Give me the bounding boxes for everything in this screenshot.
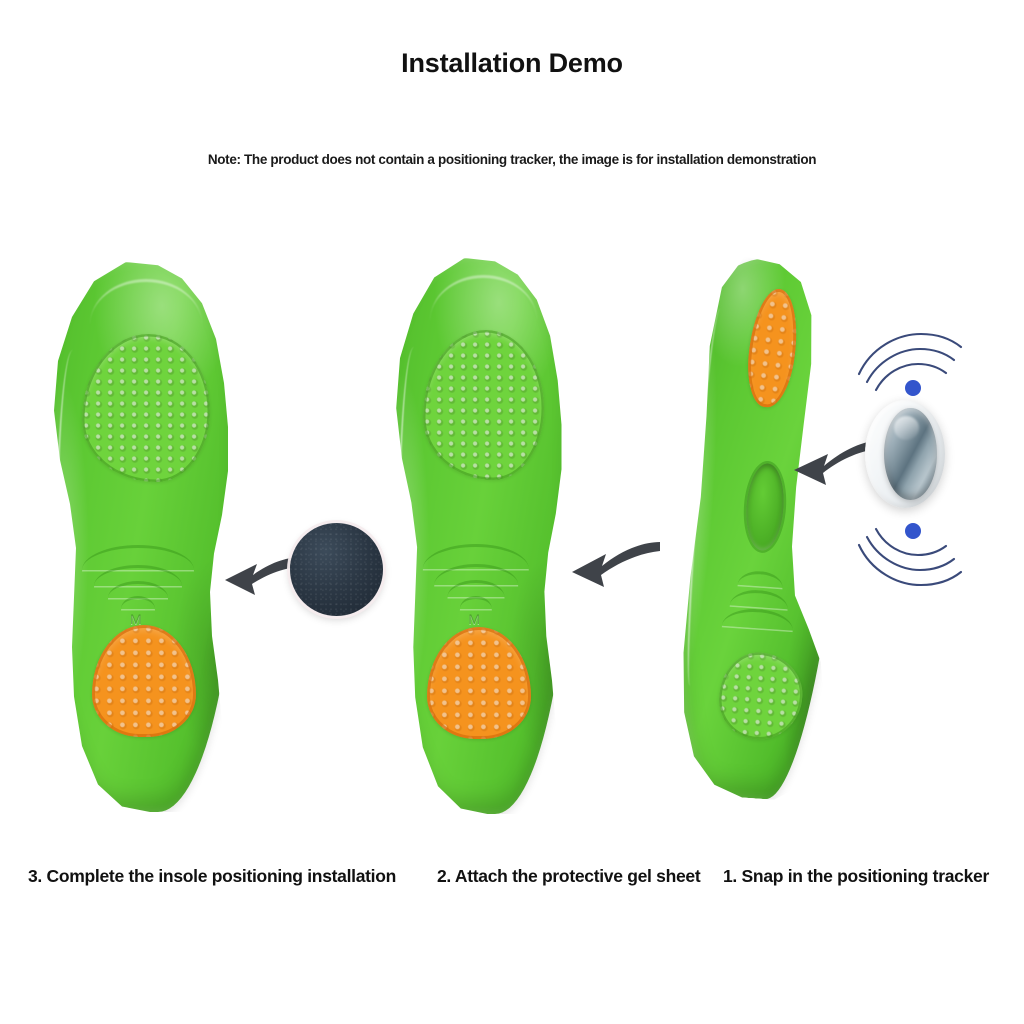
gel-disc-texture xyxy=(290,523,383,616)
protective-gel-sheet-disc xyxy=(290,523,383,616)
forefoot-gel-pad xyxy=(422,330,545,481)
wifi-signal-up-icon xyxy=(857,332,963,396)
positioning-tracker-device[interactable] xyxy=(865,400,945,508)
wifi-signal-down-icon xyxy=(857,523,963,587)
step-1-insole xyxy=(659,253,856,803)
disclaimer-note: Note: The product does not contain a pos… xyxy=(207,152,817,167)
step-3-orange-heel-pad xyxy=(92,625,196,737)
insole-size-mark: M xyxy=(468,611,481,628)
caption-step-2: 2. Attach the protective gel sheet xyxy=(437,866,701,886)
caption-step-3: 3. Complete the insole positioning insta… xyxy=(28,866,397,886)
caption-step-1: 1. Snap in the positioning tracker xyxy=(723,866,989,886)
insole-size-mark: M xyxy=(130,611,143,628)
step-2-orange-heel-pad xyxy=(427,627,531,739)
page-title: Installation Demo xyxy=(401,48,623,78)
tracker-chrome-lens xyxy=(884,407,937,501)
forefoot-gel-pad xyxy=(82,333,210,482)
